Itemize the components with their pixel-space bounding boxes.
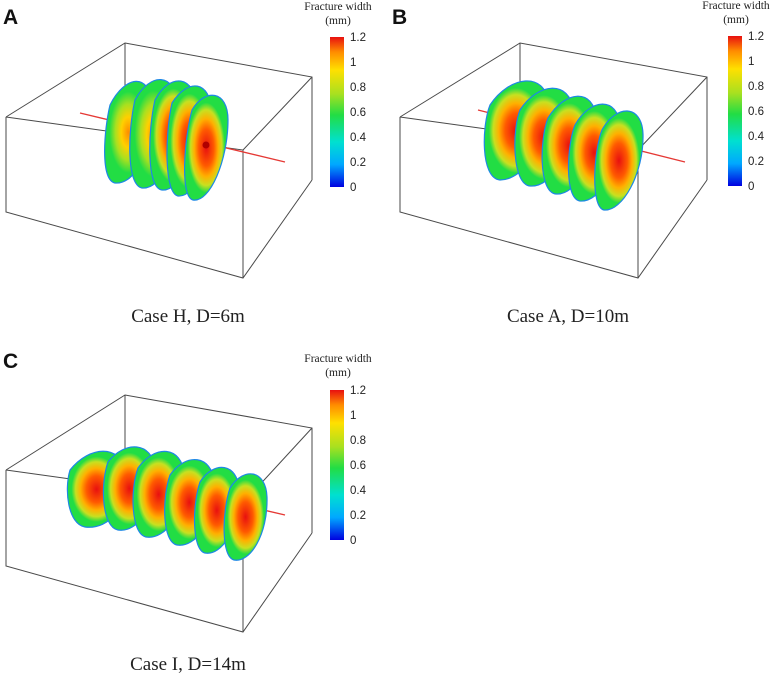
- colorbar-title: Fracture width: [304, 353, 372, 365]
- panel-letter-b: B: [392, 6, 407, 29]
- colorbar-b: Fracture width (mm) 1.2 1 0.8 0.6 0.4 0.2 0: [702, 0, 770, 193]
- colorbar-tick-label: 0: [350, 182, 356, 194]
- colorbar-tick-label: 1.2: [350, 385, 366, 397]
- colorbar-tick-label: 0.2: [748, 156, 764, 168]
- fracture-plane: [594, 110, 644, 211]
- colorbar-tick-label: 1: [350, 57, 356, 69]
- fractures-c: [66, 446, 268, 561]
- caption-c: Case I, D=14m: [130, 654, 246, 675]
- colorbar-tick-label: 0.8: [350, 435, 366, 447]
- panel-a: A Case H, D=6m: [3, 6, 313, 327]
- colorbar-title: Fracture width: [702, 0, 770, 12]
- panel-letter-a: A: [3, 6, 18, 29]
- colorbar-tick-label: 0.8: [350, 82, 366, 94]
- colorbar-gradient: [728, 36, 742, 186]
- colorbar-tick-label: 0.2: [350, 157, 366, 169]
- colorbar-title: Fracture width: [304, 1, 372, 13]
- colorbar-tick-label: 0: [748, 181, 754, 193]
- colorbar-tick-label: 0.6: [350, 107, 366, 119]
- colorbar-unit: (mm): [325, 367, 351, 379]
- panel-b: B Case A, D=10m: [392, 6, 708, 327]
- colorbar-tick-label: 0.6: [350, 460, 366, 472]
- colorbar-tick-label: 1: [748, 56, 754, 68]
- colorbar-tick-label: 0.6: [748, 106, 764, 118]
- perforation-point: [202, 141, 210, 149]
- colorbars: Fracture width(mm)1.210.80.60.40.20Fract…: [304, 0, 770, 547]
- fracture-plane: [223, 473, 268, 561]
- colorbar-tick-label: 1.2: [748, 31, 764, 43]
- caption-b: Case A, D=10m: [507, 306, 629, 327]
- colorbar-unit: (mm): [723, 14, 749, 26]
- colorbar-tick-label: 1.2: [350, 32, 366, 44]
- colorbar-tick-label: 0.4: [350, 485, 367, 497]
- fractures-a: [104, 79, 229, 201]
- colorbar-unit: (mm): [325, 15, 351, 27]
- fractures-b: [483, 80, 644, 211]
- colorbar-tick-label: 0.2: [350, 510, 366, 522]
- colorbar-tick-label: 0.4: [748, 131, 765, 143]
- colorbar-tick-label: 0: [350, 535, 356, 547]
- colorbar-tick-label: 0.8: [748, 81, 764, 93]
- panel-letter-c: C: [3, 350, 18, 373]
- colorbar-c: Fracture width (mm) 1.2 1 0.8 0.6 0.4 0.2 0: [304, 353, 372, 547]
- colorbar-tick-label: 0.4: [350, 132, 367, 144]
- panel-c: C Case I, D=14m: [3, 350, 313, 675]
- caption-a: Case H, D=6m: [131, 306, 245, 327]
- colorbar-tick-label: 1: [350, 410, 356, 422]
- colorbar-a: Fracture width (mm) 1.2 1 0.8 0.6 0.4 0.2 0: [304, 1, 372, 194]
- colorbar-gradient: [330, 37, 344, 187]
- colorbar-gradient: [330, 390, 344, 540]
